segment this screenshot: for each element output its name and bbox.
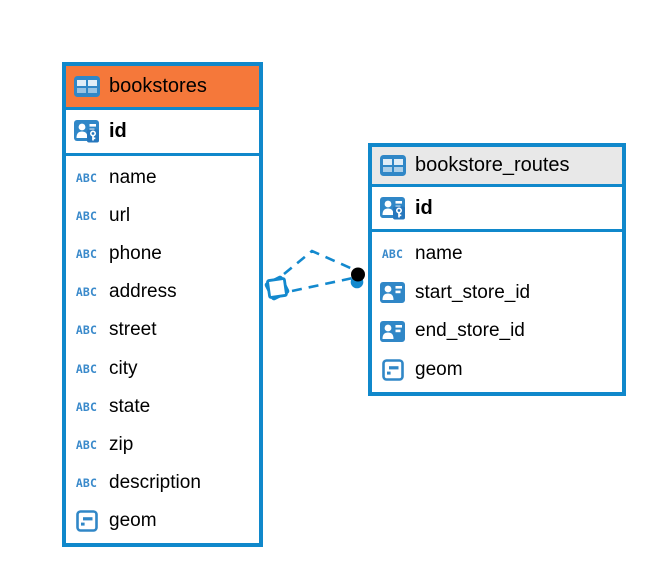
relationship-many-marker[interactable] <box>264 275 290 301</box>
column-name: description <box>109 471 201 493</box>
column-row[interactable]: geom <box>372 351 622 390</box>
column-row[interactable]: start_store_id <box>372 274 622 313</box>
column-row[interactable]: ABC url <box>66 197 259 235</box>
column-row[interactable]: ABC name <box>372 235 622 274</box>
column-name: url <box>109 205 131 227</box>
column-name: end_store_id <box>415 320 525 342</box>
column-name: id <box>109 120 127 142</box>
column-name: name <box>415 243 463 265</box>
column-name: address <box>109 281 177 303</box>
geometry-type-icon <box>73 510 100 532</box>
text-type-icon: ABC <box>75 399 98 414</box>
column-row[interactable]: ABC street <box>66 311 259 349</box>
column-row[interactable]: ABC zip <box>66 426 259 464</box>
text-type-icon: ABC <box>75 247 98 262</box>
column-name: zip <box>109 433 134 455</box>
table-icon <box>379 155 406 176</box>
column-row-pk[interactable]: id <box>66 110 259 156</box>
column-name: geom <box>415 358 463 380</box>
column-row[interactable]: ABC city <box>66 349 259 387</box>
column-row[interactable]: end_store_id <box>372 312 622 351</box>
text-type-icon: ABC <box>75 171 98 186</box>
text-type-icon: ABC <box>381 247 404 262</box>
column-row[interactable]: ABC address <box>66 273 259 311</box>
text-type-icon: ABC <box>75 475 98 490</box>
column-name: name <box>109 167 157 189</box>
primary-key-icon <box>379 196 406 220</box>
text-type-icon: ABC <box>75 361 98 376</box>
text-type-icon: ABC <box>75 285 98 300</box>
relationship-line[interactable] <box>283 249 356 276</box>
column-row[interactable]: ABC name <box>66 159 259 197</box>
foreign-key-icon <box>379 320 406 342</box>
entity-table-bookstores[interactable]: bookstores id ABC name ABC url <box>62 62 263 547</box>
relationship-endpoint-dot-black[interactable] <box>351 267 365 282</box>
column-row-pk[interactable]: id <box>372 187 622 232</box>
column-name: start_store_id <box>415 281 531 303</box>
table-title: bookstore_routes <box>415 154 570 176</box>
table-title: bookstores <box>109 75 207 97</box>
geometry-type-icon <box>379 358 406 381</box>
relationship-line[interactable] <box>291 276 354 293</box>
column-name: state <box>109 395 151 417</box>
column-name: phone <box>109 243 162 265</box>
column-row[interactable]: geom <box>66 502 259 540</box>
column-name: city <box>109 357 138 379</box>
table-icon <box>73 76 100 97</box>
column-list: ABC name ABC url ABC phone ABC address A… <box>66 156 259 543</box>
table-header-bookstore-routes[interactable]: bookstore_routes <box>372 147 622 187</box>
column-list: ABC name start_store_id <box>372 232 622 392</box>
table-header-bookstores[interactable]: bookstores <box>66 66 259 110</box>
entity-table-bookstore-routes[interactable]: bookstore_routes id ABC name <box>368 143 626 396</box>
column-row[interactable]: ABC description <box>66 464 259 502</box>
relationship-endpoint-dot-blue[interactable] <box>350 275 364 289</box>
foreign-key-icon <box>379 282 406 304</box>
primary-key-icon <box>73 120 100 143</box>
text-type-icon: ABC <box>75 323 98 338</box>
column-name: street <box>109 319 157 341</box>
text-type-icon: ABC <box>75 209 98 224</box>
column-row[interactable]: ABC phone <box>66 235 259 273</box>
column-row[interactable]: ABC state <box>66 388 259 426</box>
text-type-icon: ABC <box>75 437 98 452</box>
column-name: id <box>415 196 433 219</box>
column-name: geom <box>109 509 157 531</box>
